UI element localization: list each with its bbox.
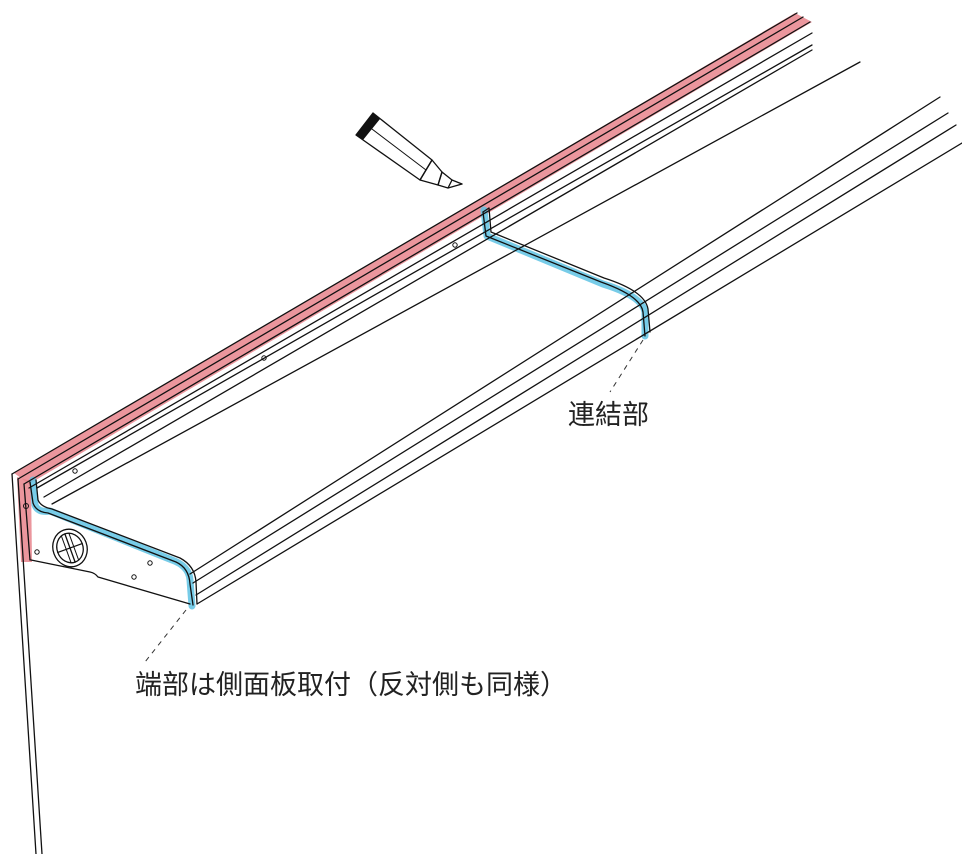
- leader-line-joint: [609, 339, 644, 393]
- side-post: [11, 473, 43, 854]
- screw-holes: [72, 242, 458, 474]
- joint-label: 連結部: [568, 400, 649, 431]
- screw-hole: [72, 468, 78, 474]
- screw-hole: [147, 560, 153, 566]
- screw-hole: [34, 549, 40, 555]
- end-label: 端部は側面板取付（反対側も同様）: [135, 670, 567, 701]
- leader-lines: [144, 339, 644, 663]
- end-bracket: [23, 479, 198, 606]
- screw-hole: [452, 242, 458, 248]
- speaker-grille-icon: [52, 528, 88, 568]
- red-highlight-band: [14, 13, 812, 484]
- screw-hole: [23, 503, 29, 509]
- screw-hole: [261, 355, 267, 361]
- leader-line-end: [144, 609, 187, 663]
- rail-lines: [11, 12, 962, 605]
- joint-connector: [482, 207, 651, 337]
- screw-hole: [131, 574, 137, 580]
- marker-pen-icon: [355, 112, 463, 189]
